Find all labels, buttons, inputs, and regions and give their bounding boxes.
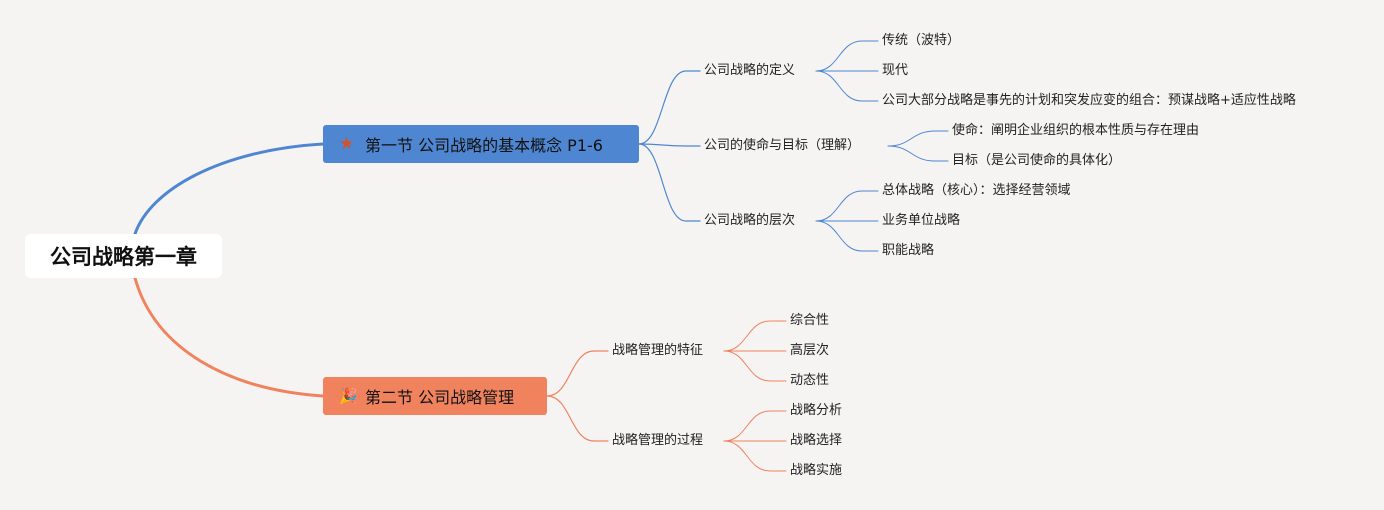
connector-s1-topic-2 — [638, 143, 701, 222]
connector-s1t2-leaf-0 — [815, 190, 879, 222]
leaf-functional-strategy[interactable]: 职能战略 — [882, 243, 935, 258]
connector-s2t1-leaf-0 — [723, 410, 787, 442]
leaf-goals[interactable]: 目标（是公司使命的具体化） — [952, 153, 1122, 168]
connector-s2-topic-1 — [546, 395, 609, 442]
leaf-choice[interactable]: 战略选择 — [790, 433, 843, 448]
leaf-dynamic[interactable]: 动态性 — [790, 373, 830, 388]
section-2-node[interactable]: 🎉 第二节 公司战略管理 — [323, 377, 547, 415]
party-popper-icon: 🎉 — [339, 387, 358, 405]
leaf-corporate-strategy[interactable]: 总体战略（核心）：选择经营领域 — [882, 183, 1071, 198]
leaf-high-level[interactable]: 高层次 — [790, 343, 830, 358]
leaf-implementation[interactable]: 战略实施 — [790, 463, 843, 478]
connector-s1-topic-1 — [638, 143, 701, 147]
leaf-traditional[interactable]: 传统（波特） — [882, 33, 961, 48]
leaf-analysis[interactable]: 战略分析 — [790, 403, 843, 418]
leaf-business-unit-strategy[interactable]: 业务单位战略 — [882, 213, 961, 228]
leaf-mission[interactable]: 使命：阐明企业组织的根本性质与存在理由 — [952, 123, 1200, 138]
topic-mission-goals[interactable]: 公司的使命与目标（理解） — [704, 138, 861, 153]
star-icon: ★ — [339, 134, 355, 154]
connector-s1t0-leaf-0 — [815, 40, 879, 72]
topic-definition[interactable]: 公司战略的定义 — [704, 63, 796, 78]
connector-s1t0-leaf-2 — [815, 70, 879, 102]
connector-root-section-2 — [133, 276, 325, 398]
leaf-strategy-combo[interactable]: 公司大部分战略是事先的计划和突发应变的组合：预谋战略+适应性战略 — [882, 93, 1296, 108]
connector-s1-topic-0 — [638, 70, 701, 145]
root-node[interactable]: 公司战略第一章 — [25, 234, 222, 278]
connector-s2t0-leaf-2 — [723, 350, 787, 382]
connector-s1t2-leaf-2 — [815, 220, 879, 252]
leaf-modern[interactable]: 现代 — [882, 63, 909, 78]
section-2-label: 第二节 公司战略管理 — [365, 388, 515, 407]
topic-levels[interactable]: 公司战略的层次 — [704, 213, 796, 228]
connector-s1t1-leaf-0 — [887, 130, 949, 147]
connector-s1t1-leaf-1 — [887, 145, 949, 162]
connector-s2-topic-0 — [546, 350, 609, 397]
topic-features[interactable]: 战略管理的特征 — [612, 343, 704, 358]
section-1-node[interactable]: ★ 第一节 公司战略的基本概念 P1-6 — [323, 125, 639, 163]
connector-s2t0-leaf-0 — [723, 320, 787, 352]
root-label: 公司战略第一章 — [50, 245, 197, 269]
leaf-comprehensive[interactable]: 综合性 — [790, 313, 830, 328]
connector-s2t1-leaf-2 — [723, 440, 787, 472]
topic-process[interactable]: 战略管理的过程 — [612, 433, 704, 448]
connector-root-section-1 — [133, 142, 325, 236]
section-1-label: 第一节 公司战略的基本概念 P1-6 — [365, 136, 603, 155]
